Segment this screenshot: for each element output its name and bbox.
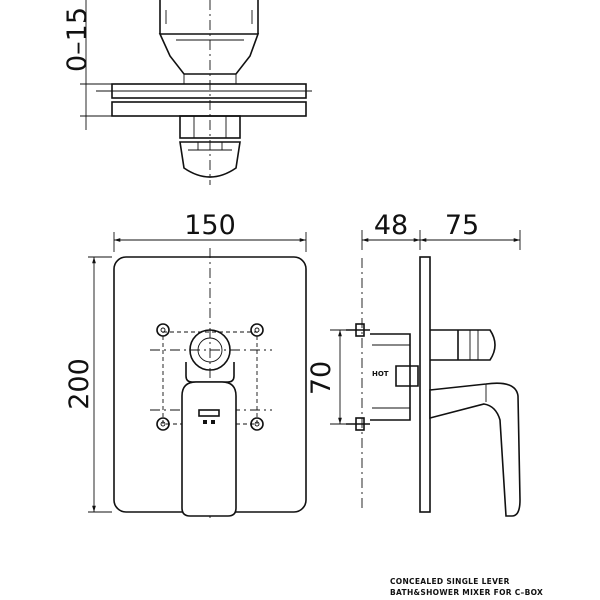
dim-top-depth: 0–15 xyxy=(62,7,93,72)
diverter-knob-side xyxy=(430,329,496,361)
lever-handle xyxy=(181,381,237,517)
top-view: 0–15 xyxy=(62,0,312,185)
mounting-lugs xyxy=(156,323,264,431)
front-view: 150 200 xyxy=(64,210,307,520)
diverter-knob xyxy=(189,329,231,371)
dim-side-lever: 75 xyxy=(445,210,479,241)
lever-side xyxy=(429,382,521,517)
caption-line-2: BATH&SHOWER MIXER FOR C–BOX xyxy=(390,588,543,597)
hot-label: HOT xyxy=(372,370,389,378)
caption-line-1: CONCEALED SINGLE LEVER xyxy=(390,577,510,586)
side-view: 48 75 70 HOT xyxy=(306,210,521,517)
inlet-fittings xyxy=(340,323,370,431)
dim-height: 200 xyxy=(64,358,95,410)
dim-side-plate: 48 xyxy=(374,210,408,241)
dim-width: 150 xyxy=(184,210,236,241)
side-plate xyxy=(419,256,431,513)
caption: CONCEALED SINGLE LEVER BATH&SHOWER MIXER… xyxy=(390,577,543,597)
dim-side-spacing: 70 xyxy=(306,361,337,395)
